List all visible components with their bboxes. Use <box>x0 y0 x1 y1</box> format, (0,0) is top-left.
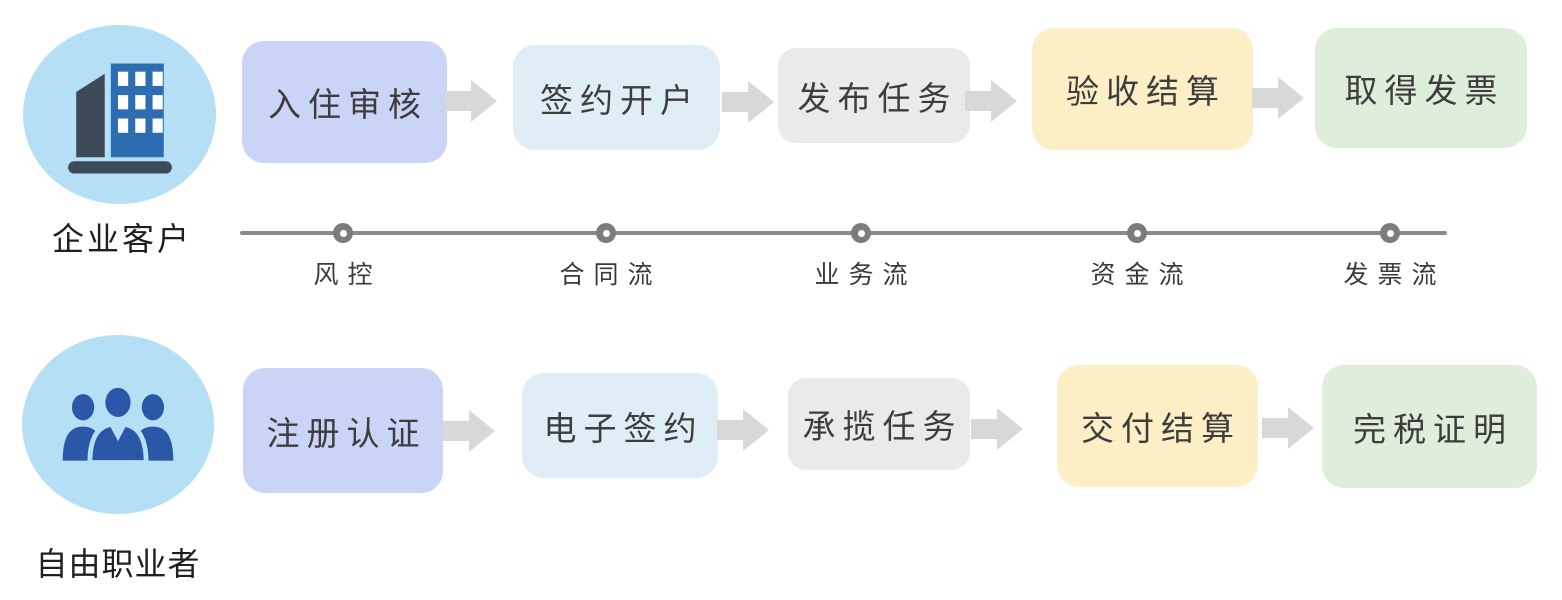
timeline-node <box>851 223 871 243</box>
timeline-node <box>333 223 353 243</box>
flow-arrow-icon <box>965 80 1017 122</box>
freelancer-label: 自由职业者 <box>35 546 201 582</box>
step-freelancer-delivery-settlement: 交付结算 <box>1057 365 1258 487</box>
timeline-line <box>240 231 1447 235</box>
timeline-label-invoice-flow: 发票流 <box>1343 261 1446 289</box>
timeline-label-contract-flow: 合同流 <box>559 261 662 289</box>
flow-arrow-icon <box>971 408 1023 450</box>
flow-arrow-icon <box>722 81 774 123</box>
step-enterprise-publish-task: 发布任务 <box>778 48 970 143</box>
step-freelancer-esign: 电子签约 <box>522 373 718 478</box>
flow-arrow-icon <box>443 410 495 452</box>
step-enterprise-onboarding-review: 入住审核 <box>242 41 447 163</box>
flow-arrow-icon <box>1262 407 1314 449</box>
building-icon <box>67 63 172 174</box>
timeline-label-capital-flow: 资金流 <box>1090 261 1193 289</box>
enterprise-label: 企业客户 <box>51 221 192 257</box>
timeline-label-business-flow: 业务流 <box>814 261 917 289</box>
timeline-node <box>1127 223 1147 243</box>
step-enterprise-acceptance-settlement: 验收结算 <box>1032 28 1253 150</box>
people-icon <box>62 383 174 465</box>
step-enterprise-obtain-invoice: 取得发票 <box>1315 28 1527 148</box>
step-freelancer-register-certify: 注册认证 <box>243 368 443 493</box>
step-enterprise-sign-open-account: 签约开户 <box>513 45 720 150</box>
timeline-node <box>1380 223 1400 243</box>
timeline-label-risk-control: 风控 <box>313 261 382 289</box>
enterprise-avatar <box>23 25 216 204</box>
flow-arrow-icon <box>1252 77 1304 119</box>
flow-arrow-icon <box>717 409 769 451</box>
step-freelancer-undertake-task: 承揽任务 <box>788 378 970 470</box>
freelancer-avatar <box>22 335 214 514</box>
step-freelancer-tax-certificate: 完税证明 <box>1322 365 1537 488</box>
flow-arrow-icon <box>445 80 497 122</box>
timeline-node <box>596 223 616 243</box>
